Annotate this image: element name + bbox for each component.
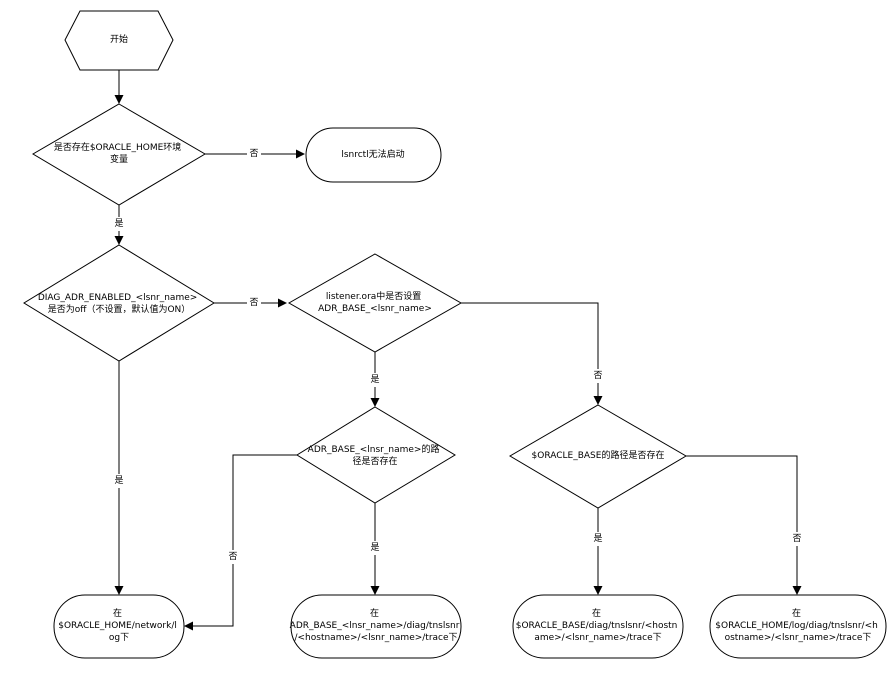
terminal-lsnrctl-fail-text: lsnrctl无法启动: [341, 148, 404, 160]
edge-label-adrset-no: 否: [593, 370, 602, 381]
terminal-network-log-text: 在 $ORACLE_HOME/network/l og下: [58, 607, 179, 643]
nodes: 开始 是否存在$ORACLE_HOME环境 变量 lsnrctl无法启动 DIA…: [23, 10, 887, 659]
edge-label-obase-no: 否: [792, 533, 801, 544]
node-start-text: 开始: [110, 33, 128, 45]
decision-adr-base-set: listener.ora中是否设置 ADR_BASE_<lsnr_name>: [287, 253, 463, 353]
decision-adr-base-path: ADR_BASE_<lnsr_name>的路 径是否存在: [296, 406, 456, 504]
terminal-oracle-base-trace: 在 $ORACLE_BASE/diag/tnslsnr/<hostn ame>/…: [512, 594, 684, 659]
decision-diag-adr: DIAG_ADR_ENABLED_<lsnr_name> 是否为off（不设置，…: [23, 244, 215, 362]
decision-oracle-home: 是否存在$ORACLE_HOME环境 变量: [32, 103, 206, 206]
terminal-adr-base-trace-text: 在 ADR_BASE_<lnsr_name>/diag/tnslsnr /<ho…: [290, 607, 463, 643]
edge-label-home-yes: 是: [114, 218, 123, 229]
decision-diag-adr-text: DIAG_ADR_ENABLED_<lsnr_name> 是否为off（不设置，…: [38, 293, 200, 315]
terminal-lsnrctl-fail: lsnrctl无法启动: [305, 127, 442, 183]
edge-adr-path-no: [184, 454, 297, 631]
decision-oracle-home-text: 是否存在$ORACLE_HOME环境 变量: [54, 141, 184, 165]
edges: [114, 70, 802, 631]
node-start: 开始: [64, 10, 174, 71]
edge-label-adrpath-yes: 是: [370, 542, 379, 553]
decision-adr-base-set-text: listener.ora中是否设置 ADR_BASE_<lsnr_name>: [318, 290, 432, 314]
terminal-adr-base-trace: 在 ADR_BASE_<lnsr_name>/diag/tnslsnr /<ho…: [290, 594, 463, 659]
edge-label-obase-yes: 是: [593, 533, 602, 544]
decision-adr-base-path-text: ADR_BASE_<lnsr_name>的路 径是否存在: [308, 443, 443, 467]
terminal-oracle-home-log-trace-text: 在 $ORACLE_HOME/log/diag/tnslsnr/<h ostna…: [715, 607, 880, 643]
terminal-network-log: 在 $ORACLE_HOME/network/l og下: [53, 594, 185, 659]
edge-label-adrset-yes: 是: [370, 374, 379, 385]
edge-oracle-base-no: [686, 455, 802, 595]
edge-label-diag-yes: 是: [114, 475, 123, 486]
edge-label-home-no: 否: [249, 148, 258, 159]
decision-oracle-base: $ORACLE_BASE的路径是否存在: [509, 404, 687, 509]
edge-adr-set-no: [461, 302, 603, 405]
decision-oracle-base-text: $ORACLE_BASE的路径是否存在: [532, 449, 665, 461]
terminal-oracle-home-log-trace: 在 $ORACLE_HOME/log/diag/tnslsnr/<h ostna…: [709, 594, 887, 659]
edge-label-adrpath-no: 否: [228, 551, 237, 562]
terminal-oracle-base-trace-text: 在 $ORACLE_BASE/diag/tnslsnr/<hostn ame>/…: [516, 607, 681, 643]
edge-labels: 否 是 否 是 是 否 否 是 是 否: [112, 147, 804, 564]
edge-label-diag-no: 否: [249, 297, 258, 308]
